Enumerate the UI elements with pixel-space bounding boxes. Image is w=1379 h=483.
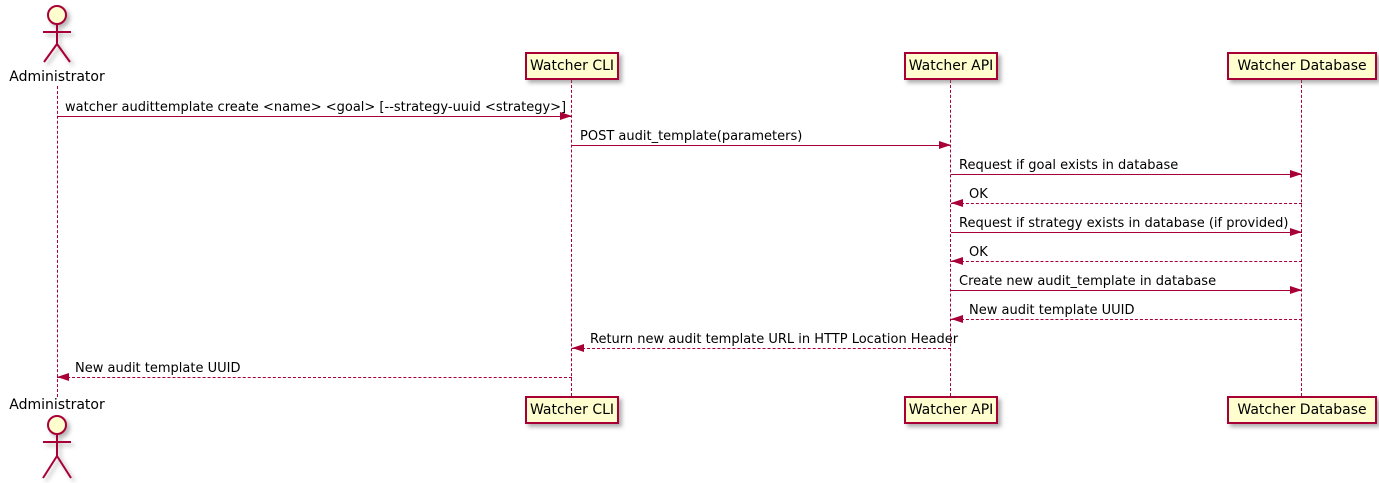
lifeline-watcher-cli — [571, 80, 572, 396]
actor-label-administrator-bottom: Administrator — [9, 397, 105, 413]
arrowhead-right-icon — [1290, 286, 1302, 294]
arrowhead-left-icon — [951, 257, 963, 265]
message-new-uuid-to-admin: New audit template UUID — [57, 361, 572, 381]
message-return-url-location-header: Return new audit template URL in HTTP Lo… — [572, 332, 959, 352]
participant-watcher-database-top: Watcher Database — [1227, 52, 1377, 80]
arrowhead-right-icon — [560, 112, 572, 120]
actor-label-administrator-top: Administrator — [9, 69, 105, 85]
message-post-audit-template: POST audit_template(parameters) — [572, 129, 951, 149]
participant-watcher-database-bottom: Watcher Database — [1227, 396, 1377, 424]
arrowhead-left-icon — [572, 344, 584, 352]
arrowhead-right-icon — [1290, 228, 1302, 236]
arrowhead-right-icon — [939, 141, 951, 149]
participant-watcher-api-top: Watcher API — [904, 52, 998, 80]
arrowhead-left-icon — [951, 315, 963, 323]
message-label: New audit template UUID — [75, 361, 241, 376]
arrowhead-right-icon — [1290, 170, 1302, 178]
message-label: OK — [969, 187, 988, 202]
message-label: Request if goal exists in database — [959, 158, 1179, 173]
message-new-uuid-from-db: New audit template UUID — [951, 303, 1302, 323]
participant-watcher-cli-top: Watcher CLI — [525, 52, 619, 80]
actor-icon — [43, 5, 71, 63]
participant-watcher-api-bottom: Watcher API — [904, 396, 998, 424]
message-label: New audit template UUID — [969, 303, 1135, 318]
message-ok-strategy: OK — [951, 245, 1302, 265]
message-ok-goal: OK — [951, 187, 1302, 207]
message-label: POST audit_template(parameters) — [580, 129, 803, 144]
actor-icon — [42, 415, 72, 479]
lifeline-watcher-database — [1301, 80, 1302, 396]
arrowhead-left-icon — [951, 199, 963, 207]
participant-watcher-cli-bottom: Watcher CLI — [525, 396, 619, 424]
message-request-goal-exists: Request if goal exists in database — [951, 158, 1302, 178]
message-label: watcher audittemplate create <name> <goa… — [65, 100, 567, 115]
lifeline-watcher-api — [950, 80, 951, 396]
arrowhead-left-icon — [57, 373, 69, 381]
message-label: Request if strategy exists in database (… — [959, 216, 1289, 231]
message-create-audit-template-db: Create new audit_template in database — [951, 274, 1302, 294]
message-label: Return new audit template URL in HTTP Lo… — [590, 332, 959, 347]
message-label: Create new audit_template in database — [959, 274, 1217, 289]
message-create-audittemplate: watcher audittemplate create <name> <goa… — [57, 100, 572, 120]
message-label: OK — [969, 245, 988, 260]
lifeline-administrator — [57, 86, 58, 397]
message-request-strategy-exists: Request if strategy exists in database (… — [951, 216, 1302, 236]
